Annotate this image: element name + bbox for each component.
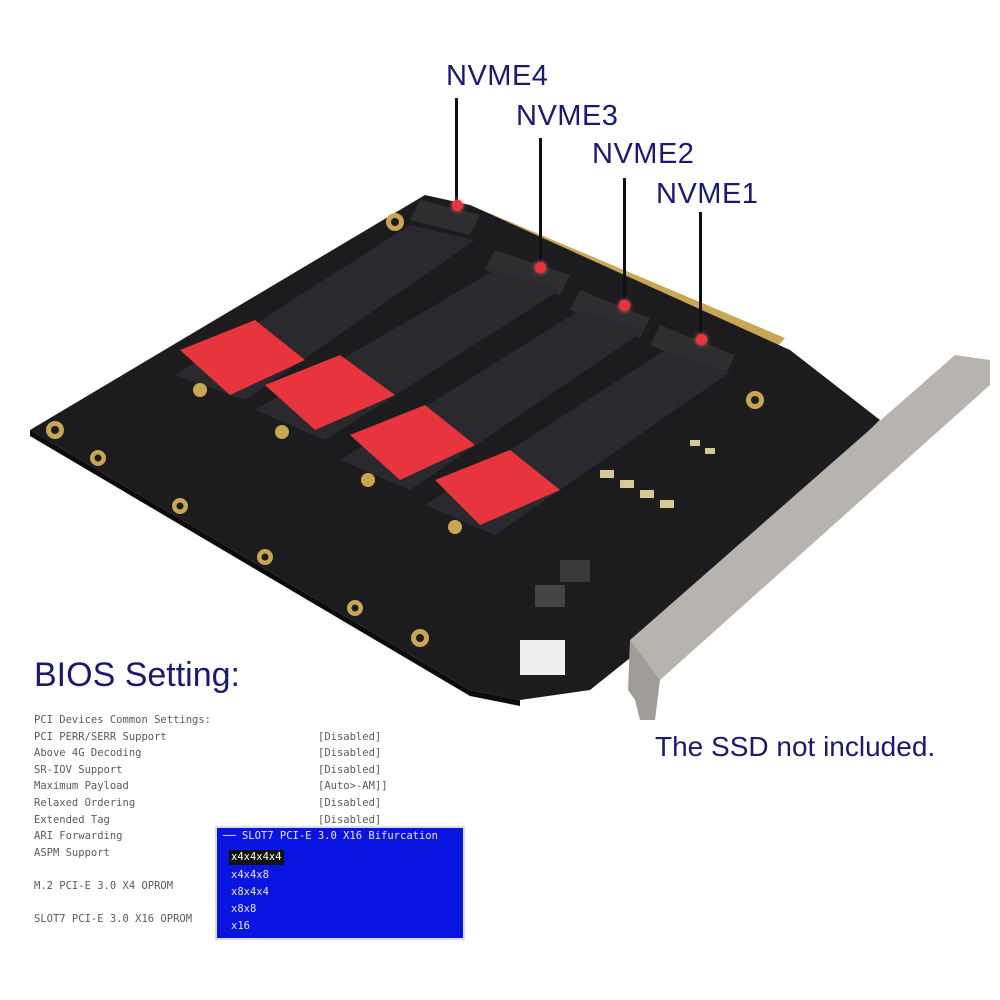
bifurcation-option-x8x4x4: x8x4x4: [231, 886, 269, 898]
bios-setting-row: SLOT7 PCI-E 3.0 X16 OPROM: [34, 911, 394, 928]
chip: [560, 560, 590, 582]
bios-setting-row: ARI Forwarding: [34, 828, 394, 845]
ssd-1: [175, 225, 475, 400]
bifurcation-popup-title: ── SLOT7 PCI-E 3.0 X16 Bifurcation: [223, 830, 438, 842]
bifurcation-popup: ── SLOT7 PCI-E 3.0 X16 Bifurcation x4x4x…: [215, 826, 465, 940]
setting-name: SLOT7 PCI-E 3.0 X16 OPROM: [34, 913, 193, 926]
setting-value: [Disabled]: [318, 813, 382, 826]
popup-title-text: SLOT7 PCI-E 3.0 X16 Bifurcation: [241, 830, 438, 842]
nvme1-label: NVME1: [656, 178, 759, 210]
nvme1-indicator-dot: [696, 334, 707, 345]
bios-header: PCI Devices Common Settings:: [34, 714, 212, 726]
pci-bracket: [630, 355, 990, 715]
bifurcation-option-x8x8: x8x8: [231, 903, 257, 915]
ssd-2: [255, 270, 560, 440]
bios-setting-row: SR-IOV Support [Disabled]: [34, 762, 394, 779]
setting-value: [Disabled]: [318, 763, 382, 776]
ssd-4: [425, 350, 730, 535]
bios-setting-row: ASPM Support: [34, 845, 394, 862]
setting-name: Above 4G Decoding: [34, 747, 142, 760]
bios-setting-row: Above 4G Decoding [Disabled]: [34, 745, 394, 762]
bios-setting-row: Relaxed Ordering [Disabled]: [34, 795, 394, 812]
chip: [535, 585, 565, 607]
nvme2-label: NVME2: [592, 138, 695, 170]
bios-setting-row: M.2 PCI-E 3.0 X4 OPROM: [34, 878, 394, 895]
setting-name: PCI PERR/SERR Support: [34, 730, 167, 743]
nvme3-label: NVME3: [516, 100, 619, 132]
ssd-3: [340, 310, 645, 490]
setting-value: [Disabled]: [318, 747, 382, 760]
power-connector: [520, 640, 565, 675]
setting-value: [Disabled]: [318, 730, 382, 743]
bios-header-row: PCI Devices Common Settings:: [34, 712, 394, 729]
setting-value: [Disabled]: [318, 796, 382, 809]
setting-name: M.2 PCI-E 3.0 X4 OPROM: [34, 879, 174, 892]
nvme3-leader-line: [539, 138, 542, 266]
bifurcation-option-x4x4x4x4: x4x4x4x4: [229, 850, 284, 865]
ssd-not-included-note: The SSD not included.: [655, 731, 936, 762]
setting-name: Extended Tag: [34, 813, 110, 826]
bios-setting-title: BIOS Setting:: [34, 656, 240, 694]
nvme2-indicator-dot: [619, 300, 630, 311]
bios-setting-row: Extended Tag [Disabled]: [34, 812, 394, 829]
nvme3-indicator-dot: [535, 262, 546, 273]
setting-name: ARI Forwarding: [34, 830, 123, 843]
bios-setting-row: Maximum Payload [Auto>-AM]]: [34, 778, 394, 795]
bios-settings-list: PCI Devices Common Settings: PCI PERR/SE…: [34, 712, 394, 928]
bifurcation-option-x4x4x8: x4x4x8: [231, 869, 269, 881]
setting-name: SR-IOV Support: [34, 763, 123, 776]
setting-name: Relaxed Ordering: [34, 796, 136, 809]
nvme4-leader-line: [455, 98, 458, 206]
nvme4-label: NVME4: [446, 60, 549, 92]
setting-name: ASPM Support: [34, 846, 110, 859]
bifurcation-option-x16: x16: [231, 920, 250, 932]
nvme1-leader-line: [699, 212, 702, 337]
nvme4-indicator-dot: [452, 200, 463, 211]
nvme2-leader-line: [623, 178, 626, 303]
setting-value: [Auto>-AM]]: [318, 780, 388, 793]
setting-name: Maximum Payload: [34, 780, 129, 793]
bios-setting-row: PCI PERR/SERR Support [Disabled]: [34, 729, 394, 746]
